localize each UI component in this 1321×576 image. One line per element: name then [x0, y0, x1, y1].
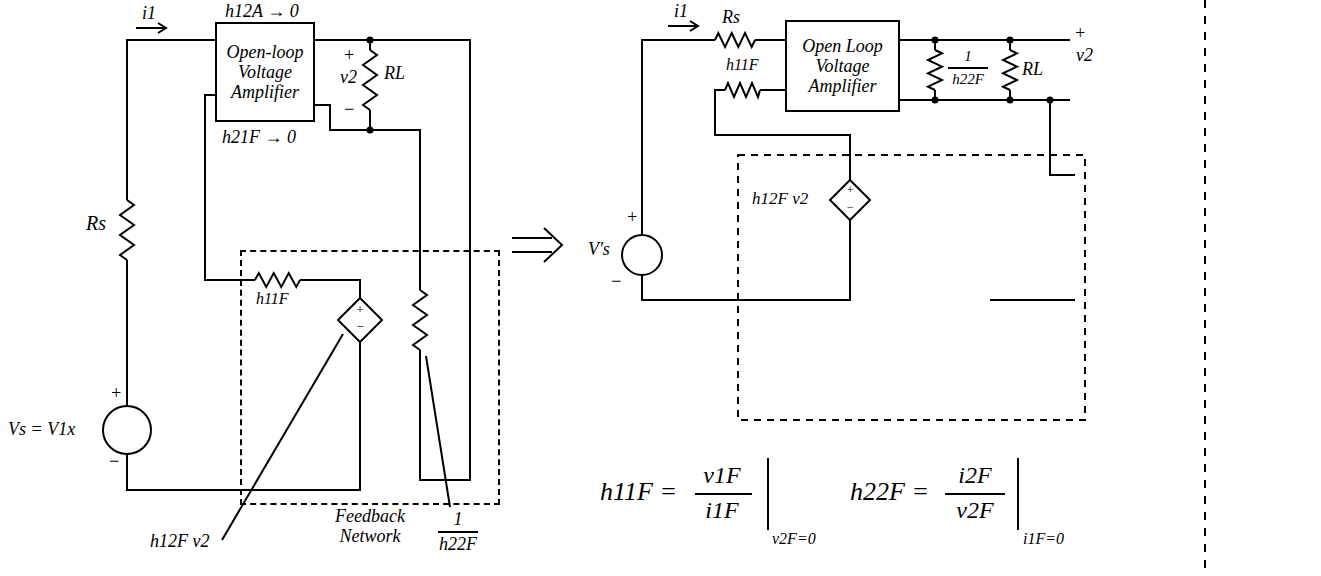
junction-dot: [932, 97, 939, 104]
parameter-note: h21F → 0: [222, 128, 296, 148]
node-label: Open Loop Voltage Amplifier: [793, 36, 892, 96]
voltage-label: v2: [340, 68, 357, 88]
polarity-sign: −: [846, 201, 854, 214]
wire: [900, 40, 1070, 100]
polarity-sign: −: [108, 452, 120, 472]
equation-denominator: i1F: [705, 497, 738, 523]
equation-condition: i1F=0: [1023, 530, 1064, 548]
fraction-denominator: h22F: [952, 71, 984, 88]
implies-arrow: [512, 228, 562, 262]
polarity-sign: +: [626, 208, 638, 228]
polarity-sign: +: [356, 303, 365, 317]
node-label: Open-loop Voltage Amplifier: [223, 42, 307, 102]
polarity-sign: +: [110, 384, 122, 404]
source-label: V's: [588, 240, 610, 260]
resistor-symbol: [120, 200, 134, 260]
fraction-bar: [945, 493, 1005, 495]
source-label: Vs = V1x: [8, 420, 75, 440]
resistor-symbol: [413, 290, 427, 350]
wire-connector: [315, 105, 420, 250]
amplifier-box: Open-loop Voltage Amplifier: [215, 22, 315, 122]
page-divider: [1204, 0, 1206, 576]
polarity-sign: −: [610, 272, 622, 292]
resistor-label: Rs: [722, 8, 740, 28]
junction-dot: [932, 37, 939, 44]
dependent-source-symbol: [830, 180, 870, 220]
equation-term: h11F =: [600, 478, 677, 507]
polarity-sign: +: [1074, 24, 1086, 44]
source-label: h12F v2: [150, 532, 209, 552]
polarity-sign: −: [356, 320, 365, 334]
resistor-label: RL: [1022, 60, 1043, 80]
resistor-symbol: [363, 50, 377, 110]
feedback-network-box: Feedback Network: [240, 250, 500, 505]
fraction-numerator: 1: [964, 48, 972, 65]
wire-connector: [205, 95, 240, 280]
resistor-label: RL: [384, 64, 405, 84]
evaluation-bar: [767, 458, 769, 530]
dependent-source-symbol: [338, 298, 382, 342]
wire: [760, 89, 785, 91]
junction-dot: [1007, 37, 1014, 44]
polarity-sign: +: [846, 184, 854, 197]
parameter-note: h12A → 0: [225, 2, 299, 22]
junction-dot: [1007, 97, 1014, 104]
leader-line: [426, 356, 450, 507]
wire: [642, 220, 850, 300]
fraction-bar: [695, 493, 752, 495]
resistor-symbol: [1003, 50, 1017, 90]
voltage-source-symbol: [622, 235, 662, 275]
wire: [419, 250, 421, 290]
amplifier-box: Open Loop Voltage Amplifier: [785, 20, 900, 112]
wire: [240, 279, 255, 281]
source-label: h12F v2: [752, 190, 808, 209]
resistor-label: h11F: [726, 56, 759, 74]
equation-denominator: v2F: [956, 497, 993, 523]
current-arrow: [136, 23, 166, 33]
resistor-symbol: [715, 33, 755, 47]
node-label: Feedback Network: [315, 506, 425, 546]
resistor-symbol: [255, 273, 300, 287]
wire: [126, 260, 128, 406]
wire-connector: [315, 40, 470, 250]
equation-term: h22F =: [850, 478, 929, 507]
fraction-denominator: h22F: [439, 535, 477, 555]
polarity-sign: −: [343, 100, 355, 120]
fraction-bar: [948, 67, 988, 69]
fraction-numerator: 1: [454, 510, 463, 530]
resistor-symbol: [928, 50, 942, 90]
equation-numerator: i2F: [958, 462, 991, 488]
equation-condition: v2F=0: [772, 530, 816, 548]
wire: [127, 40, 215, 200]
resistor-symbol: [725, 83, 760, 97]
current-label: i1: [674, 2, 688, 22]
current-arrow: [668, 21, 698, 31]
wire: [755, 39, 785, 41]
fraction-bar: [438, 531, 478, 533]
resistor-label: Rs: [86, 212, 106, 234]
voltage-source-symbol: [103, 406, 151, 454]
voltage-label: v2: [1076, 46, 1093, 66]
current-label: i1: [142, 4, 156, 24]
evaluation-bar: [1017, 458, 1019, 530]
polarity-sign: +: [343, 46, 355, 66]
resistor-label: h11F: [256, 290, 289, 308]
equation-numerator: v1F: [703, 462, 740, 488]
wire: [990, 100, 1075, 300]
feedback-network-outline: [738, 155, 1085, 420]
wire: [300, 280, 360, 298]
wire: [642, 40, 715, 235]
